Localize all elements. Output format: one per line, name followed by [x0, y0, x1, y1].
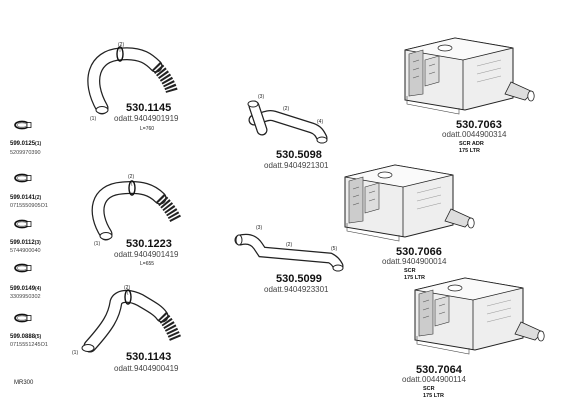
scr-unit-530-7063: 530.7063 odatt.0044900314 SCR ADR 175 LT…: [404, 37, 535, 154]
svg-text:175 LTR: 175 LTR: [404, 275, 425, 281]
svg-text:599.0125(1): 599.0125(1): [10, 141, 41, 147]
bent-pipe-icon: [87, 46, 178, 115]
svg-text:odatt.9404923301: odatt.9404923301: [264, 285, 329, 294]
svg-text:(1): (1): [94, 241, 100, 247]
bent-pipe-icon: [81, 289, 182, 353]
svg-text:(3): (3): [256, 225, 262, 231]
svg-text:(2): (2): [124, 285, 130, 291]
svg-text:530.7063: 530.7063: [456, 119, 502, 131]
svg-text:599.0888(5): 599.0888(5): [10, 334, 41, 340]
svg-text:odatt.0044900314: odatt.0044900314: [442, 130, 507, 139]
scr-silencer-icon: [414, 277, 545, 355]
svg-text:(5): (5): [331, 246, 337, 252]
svg-text:odatt.9404921301: odatt.9404921301: [264, 161, 329, 170]
svg-text:(1): (1): [72, 350, 78, 356]
accessory-599-0112: 599.0112(3) 5744900040: [10, 219, 41, 254]
hose-clamp-icon: [14, 219, 32, 229]
svg-text:odatt.9404901919: odatt.9404901919: [114, 114, 179, 123]
svg-text:0715550905O1: 0715550905O1: [10, 203, 48, 209]
svg-text:SCR ADR: SCR ADR: [459, 141, 484, 147]
svg-text:SCR: SCR: [404, 268, 416, 274]
svg-text:3309950302: 3309950302: [10, 294, 41, 300]
svg-text:(2): (2): [283, 106, 289, 112]
hose-clamp-icon: [14, 263, 32, 273]
svg-text:odatt.9404901419: odatt.9404901419: [114, 250, 179, 259]
svg-text:530.5099: 530.5099: [276, 273, 322, 285]
accessory-599-0149: 599.0149(4) 3309950302: [10, 263, 41, 300]
catalog-reference: MR300: [14, 380, 34, 386]
svg-text:odatt.9404900419: odatt.9404900419: [114, 364, 179, 373]
svg-text:599.0112(3): 599.0112(3): [10, 240, 41, 246]
accessory-599-0141: 599.0141(2) 0715550905O1: [10, 173, 48, 209]
svg-text:530.1223: 530.1223: [126, 238, 172, 250]
svg-text:SCR: SCR: [423, 386, 435, 392]
scr-unit-530-7066: 530.7066 odatt.9404900014 SCR 175 LTR: [344, 164, 475, 281]
svg-text:(1): (1): [90, 116, 96, 122]
svg-text:530.5098: 530.5098: [276, 149, 322, 161]
pipe-530-5099: (3) (2) (5) 530.5099 odatt.9404923301: [234, 225, 344, 294]
pipe-530-1143: (1) (2) 530.1143 odatt.9404900419: [72, 285, 182, 373]
pipe-530-5098: (3) (2) (4) 530.5098 odatt.9404921301: [247, 94, 329, 170]
svg-text:odatt.9404900014: odatt.9404900014: [382, 257, 447, 266]
bent-pipe-icon: [247, 100, 328, 144]
svg-text:599.0149(4): 599.0149(4): [10, 286, 41, 292]
svg-text:175 LTR: 175 LTR: [423, 393, 444, 399]
bent-pipe-icon: [91, 180, 182, 241]
accessory-599-0888: 599.0888(5) 0715551245O1: [10, 313, 48, 348]
svg-text:5209970390: 5209970390: [10, 150, 41, 156]
svg-text:odatt.0044900114: odatt.0044900114: [402, 375, 466, 384]
scr-silencer-icon: [404, 37, 535, 115]
scr-unit-530-7064: 530.7064 odatt.0044900114 SCR 175 LTR: [402, 277, 545, 399]
svg-text:0715551245O1: 0715551245O1: [10, 342, 48, 348]
svg-text:L=655: L=655: [140, 261, 154, 267]
svg-text:530.1143: 530.1143: [126, 351, 171, 363]
scr-silencer-icon: [344, 164, 475, 242]
hose-clamp-icon: [14, 313, 32, 323]
bent-pipe-icon: [234, 233, 344, 272]
svg-text:599.0141(2): 599.0141(2): [10, 195, 41, 201]
svg-text:(2): (2): [128, 174, 134, 180]
svg-text:530.7064: 530.7064: [416, 364, 463, 376]
pipe-530-1223: (1) (2) 530.1223 odatt.9404901419 L=655: [91, 174, 182, 267]
svg-text:175 LTR: 175 LTR: [459, 148, 480, 154]
pipe-530-1145: (1) (2) 530.1145 odatt.9404901919 L=760: [87, 42, 179, 132]
svg-text:(2): (2): [286, 242, 292, 248]
svg-text:(3): (3): [258, 94, 264, 100]
hose-clamp-icon: [14, 173, 32, 183]
svg-text:L=760: L=760: [140, 126, 154, 132]
svg-text:(4): (4): [317, 119, 323, 125]
svg-text:(2): (2): [118, 42, 124, 48]
hose-clamp-icon: [14, 120, 32, 130]
svg-text:5744900040: 5744900040: [10, 248, 41, 254]
accessory-599-0125: 599.0125(1) 5209970390: [10, 120, 41, 156]
svg-text:530.1145: 530.1145: [126, 102, 171, 114]
svg-text:530.7066: 530.7066: [396, 246, 442, 258]
